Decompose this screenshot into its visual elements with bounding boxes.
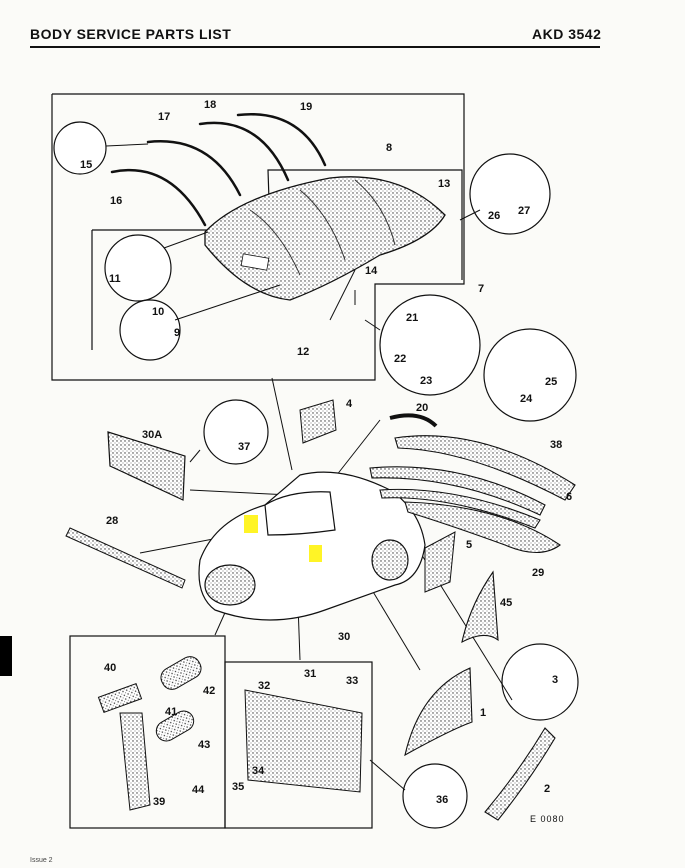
panel-45	[461, 570, 499, 644]
callout-26: 26	[488, 210, 500, 222]
highlight-marker	[309, 545, 322, 562]
callout-5: 5	[466, 539, 472, 551]
callout-31: 31	[304, 668, 316, 680]
panel-5	[424, 531, 456, 593]
callout-7: 7	[478, 283, 484, 295]
callout-36: 36	[436, 794, 448, 806]
callout-13: 13	[438, 178, 450, 190]
callout-35: 35	[232, 781, 244, 793]
callout-8: 8	[386, 142, 392, 154]
callout-28: 28	[106, 515, 118, 527]
side-panels	[369, 413, 576, 554]
callout-45: 45	[500, 597, 512, 609]
callout-17: 17	[158, 111, 170, 123]
callout-16: 16	[110, 195, 122, 207]
callout-23: 23	[420, 375, 432, 387]
callout-22: 22	[394, 353, 406, 365]
callout-21: 21	[406, 312, 418, 324]
panel-4	[299, 399, 337, 444]
callout-32: 32	[258, 680, 270, 692]
sun-visor	[107, 431, 186, 501]
callout-39: 39	[153, 796, 165, 808]
page-title: BODY SERVICE PARTS LIST	[30, 26, 232, 42]
callout-43: 43	[198, 739, 210, 751]
highlight-marker	[244, 515, 258, 533]
callout-27: 27	[518, 205, 530, 217]
issue-note: Issue 2	[30, 857, 53, 864]
callout-9: 9	[174, 327, 180, 339]
panel-2	[484, 727, 556, 821]
strap-parts	[97, 656, 202, 811]
callout-34: 34	[252, 765, 265, 777]
callout-1: 1	[480, 707, 486, 719]
section-tab	[0, 636, 12, 676]
callout-37: 37	[238, 441, 250, 453]
callout-10: 10	[152, 306, 164, 318]
callout-30a: 30A	[142, 429, 162, 441]
callout-15: 15	[80, 159, 92, 171]
callout-2: 2	[544, 783, 550, 795]
callout-11: 11	[109, 273, 121, 285]
callout-40: 40	[104, 662, 116, 674]
lower-middle-box	[224, 661, 373, 829]
callout-18: 18	[204, 99, 216, 111]
callout-41: 41	[165, 706, 177, 718]
drawing-reference: E 0080	[530, 814, 565, 824]
callout-38: 38	[550, 439, 562, 451]
rod	[65, 527, 186, 589]
callout-44: 44	[192, 784, 205, 796]
callout-42: 42	[203, 685, 215, 697]
detail-circles	[53, 121, 579, 829]
roof-panel	[204, 176, 446, 301]
panel-1	[404, 667, 473, 757]
callout-6: 6	[566, 491, 572, 503]
callout-4: 4	[346, 398, 353, 410]
header-rule	[30, 46, 600, 48]
callout-30: 30	[338, 631, 350, 643]
callout-20: 20	[416, 402, 428, 414]
callout-3: 3	[552, 674, 558, 686]
callout-14: 14	[365, 265, 378, 277]
callout-24: 24	[520, 393, 533, 405]
roof-mouldings	[110, 113, 327, 227]
callout-19: 19	[300, 101, 312, 113]
callout-12: 12	[297, 346, 309, 358]
door-trim-panel	[244, 689, 363, 793]
callout-33: 33	[346, 675, 358, 687]
callout-25: 25	[545, 376, 557, 388]
callout-29: 29	[532, 567, 544, 579]
document-reference: AKD 3542	[532, 26, 602, 42]
callout-labels: 1 2 3 4 5 6 7 8 9 10 11 12 13 14 15 16 1…	[80, 99, 572, 808]
